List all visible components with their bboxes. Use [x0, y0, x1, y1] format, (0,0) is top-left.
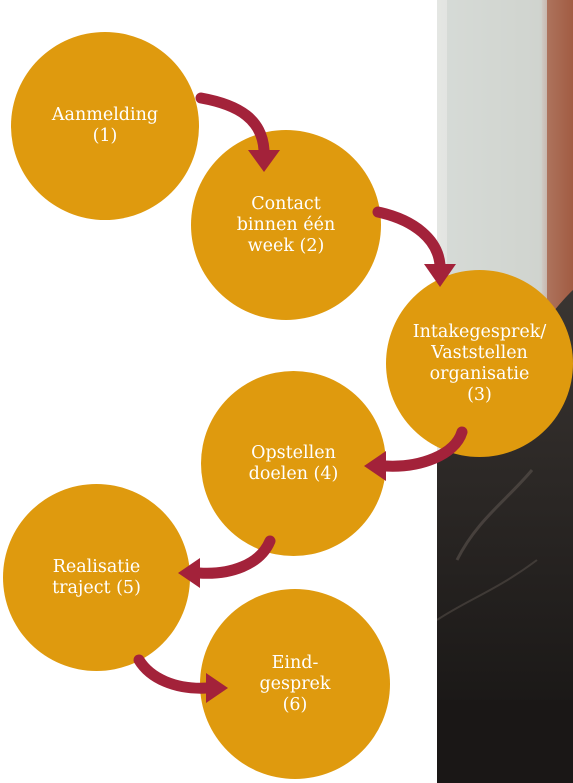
step-label: Eind- gesprek (6): [259, 652, 331, 715]
step-circle-contact: Contact binnen één week (2): [191, 130, 381, 320]
step-label: Intakegesprek/ Vaststellen organisatie (…: [412, 321, 547, 405]
step-circle-aanmelding: Aanmelding (1): [11, 32, 199, 220]
step-circle-opstellen-doelen: Opstellen doelen (4): [201, 371, 386, 556]
step-label: Aanmelding (1): [51, 105, 159, 146]
background-photo: [437, 0, 573, 783]
step-circle-intakegesprek: Intakegesprek/ Vaststellen organisatie (…: [386, 270, 573, 457]
step-label: Opstellen doelen (4): [248, 442, 339, 484]
step-label: Realisatie traject (5): [52, 556, 141, 598]
step-circle-realisatie-traject: Realisatie traject (5): [3, 484, 190, 671]
step-circle-eindgesprek: Eind- gesprek (6): [200, 589, 390, 779]
step-label: Contact binnen één week (2): [236, 193, 336, 256]
